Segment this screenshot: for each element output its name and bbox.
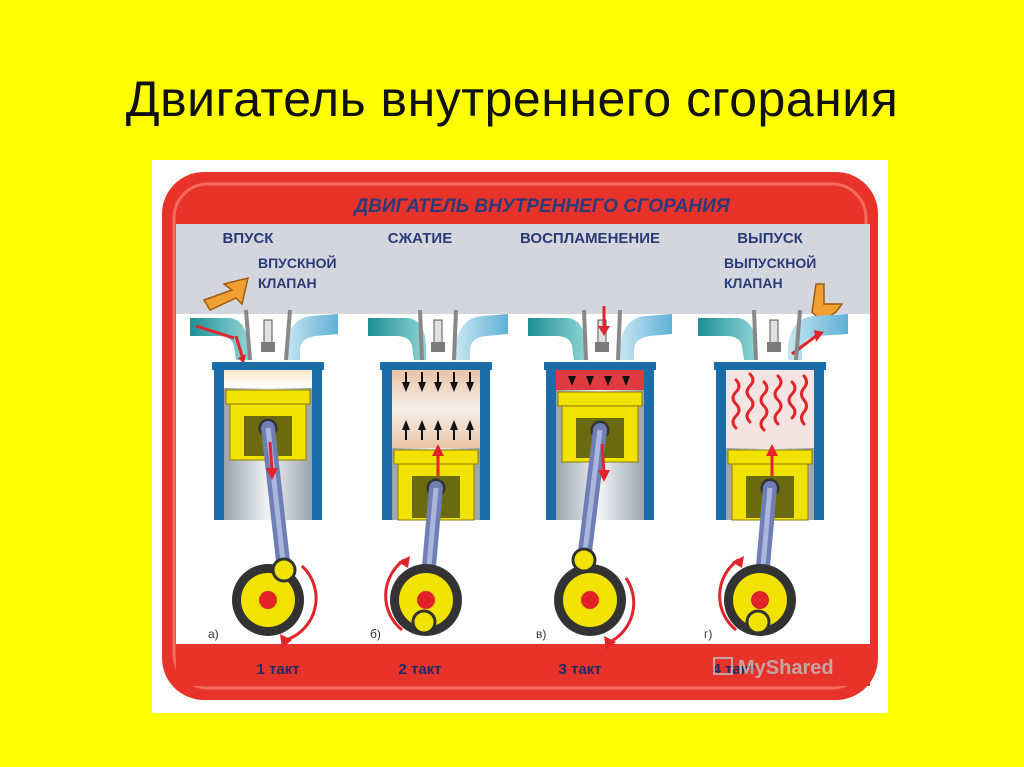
stroke-letter-ignition: в) [536, 627, 546, 641]
stroke-name-intake: ВПУСК [223, 230, 275, 247]
tact-label-3: 3 такт [558, 661, 601, 678]
tact-label-2: 2 такт [398, 661, 441, 678]
slide-title: Двигатель внутреннего сгорания [125, 71, 899, 127]
watermark: MyShared [713, 657, 834, 679]
stroke-letter-compression: б) [370, 627, 381, 641]
stroke-name-ignition: ВОСПЛАМЕНЕНИЕ [520, 230, 660, 247]
watermark-text: MyShared [738, 657, 834, 679]
stroke-compression: СЖАТИЕ [368, 230, 508, 678]
stroke-labels-banner [176, 224, 870, 314]
exhaust-arrow-icon [811, 283, 844, 323]
stroke-letter-exhaust: г) [704, 627, 712, 641]
diagram-title: ДВИГАТЕЛЬ ВНУТРЕННЕГО СГОРАНИЯ [352, 196, 730, 217]
intake-arrow-icon [202, 276, 250, 311]
engine-diagram-svg: ДВИГАТЕЛЬ ВНУТРЕННЕГО СГОРАНИЯ ВПУСК ВПУ… [162, 172, 878, 700]
stroke-name-exhaust: ВЫПУСК [737, 230, 803, 247]
engine-diagram: ДВИГАТЕЛЬ ВНУТРЕННЕГО СГОРАНИЯ ВПУСК ВПУ… [152, 160, 888, 713]
stroke-name-compression: СЖАТИЕ [388, 230, 452, 247]
tact-label-1: 1 такт [256, 661, 299, 678]
stroke-ignition: ВОСПЛАМЕНЕНИЕ [520, 230, 672, 678]
stroke-letter-intake: а) [208, 627, 219, 641]
